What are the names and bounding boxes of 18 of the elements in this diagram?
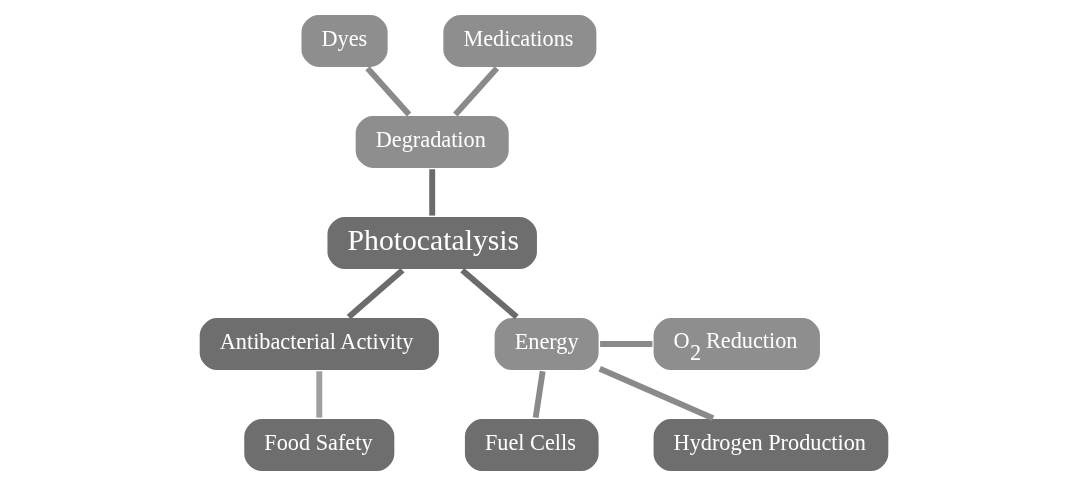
- connector: [365, 66, 412, 117]
- connector: [346, 268, 405, 320]
- connector: [460, 268, 519, 320]
- node-box: Food Safety: [242, 417, 396, 473]
- node-box: Hydrogen Production: [652, 417, 890, 473]
- connector: [600, 341, 653, 347]
- connector: [453, 66, 500, 117]
- node-box: Dyes: [299, 13, 390, 69]
- connector: [429, 169, 436, 216]
- node-box: Fuel Cells: [463, 417, 601, 473]
- node-box: Degradation: [354, 114, 511, 170]
- connector: [316, 371, 323, 418]
- node-box: Antibacterial Activity: [198, 316, 441, 372]
- connector: [532, 370, 546, 419]
- node-box: Medications: [441, 13, 598, 69]
- node-box: Energy: [493, 316, 601, 372]
- node-box: Photocatalysis: [325, 215, 539, 271]
- connector: [598, 366, 715, 421]
